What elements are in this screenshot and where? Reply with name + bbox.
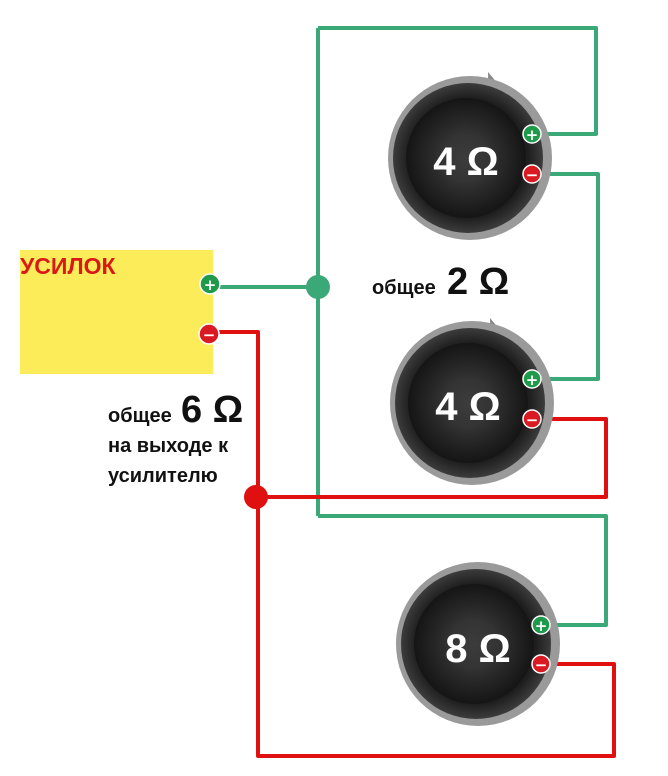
negative-wire-to-speaker-3: [256, 497, 616, 758]
svg-text:+: +: [204, 276, 217, 294]
svg-text:−: −: [526, 166, 539, 184]
positive-wire-to-speaker-3: [318, 514, 608, 627]
negative-wiring: [209, 330, 616, 758]
total-note-line3: усилителю: [108, 465, 218, 487]
speaker-3-label: 8 Ω: [445, 627, 510, 671]
speaker-3-plus-terminal: +: [531, 615, 551, 635]
negative-junction-dot: [244, 485, 268, 509]
svg-text:−: −: [203, 326, 216, 344]
negative-wire-from-speaker-2: [258, 417, 608, 499]
total-note-line2: на выходе к: [108, 435, 229, 457]
svg-text:−: −: [526, 411, 539, 429]
speaker-1-minus-terminal: −: [522, 164, 542, 184]
speaker-3: 8 Ω: [396, 562, 560, 726]
svg-text:+: +: [526, 126, 539, 144]
amplifier-label: УСИЛОК: [20, 253, 116, 279]
parallel-note-prefix: общее: [372, 277, 436, 299]
amplifier-box: [20, 250, 213, 374]
parallel-note-value: 2 Ω: [447, 261, 509, 303]
positive-wiring: [212, 26, 608, 627]
amp-plus-terminal: +: [199, 273, 221, 295]
speaker-2-label: 4 Ω: [435, 385, 500, 429]
negative-wire-amp-to-junction: [209, 330, 260, 497]
positive-junction-dot: [306, 275, 330, 299]
speaker-2-minus-terminal: −: [522, 409, 542, 429]
svg-text:−: −: [535, 656, 548, 674]
speaker-2-plus-terminal: +: [522, 369, 542, 389]
speaker-1-plus-terminal: +: [522, 124, 542, 144]
speaker-1-label: 4 Ω: [433, 140, 498, 184]
positive-wire-top-loop: [318, 26, 598, 136]
speaker-1: 4 Ω: [388, 72, 552, 240]
total-note-value: 6 Ω: [181, 389, 243, 431]
speaker-2: 4 Ω: [390, 318, 554, 485]
series-link-wire: [532, 172, 600, 381]
parallel-resistance-note: общее 2 Ω: [372, 261, 509, 303]
total-resistance-note: общее 6 Ω на выходе к усилителю: [108, 389, 243, 487]
total-note-prefix: общее: [108, 405, 172, 427]
amp-minus-terminal: −: [198, 323, 220, 345]
svg-text:+: +: [535, 617, 548, 635]
svg-text:+: +: [526, 371, 539, 389]
speaker-3-minus-terminal: −: [531, 654, 551, 674]
